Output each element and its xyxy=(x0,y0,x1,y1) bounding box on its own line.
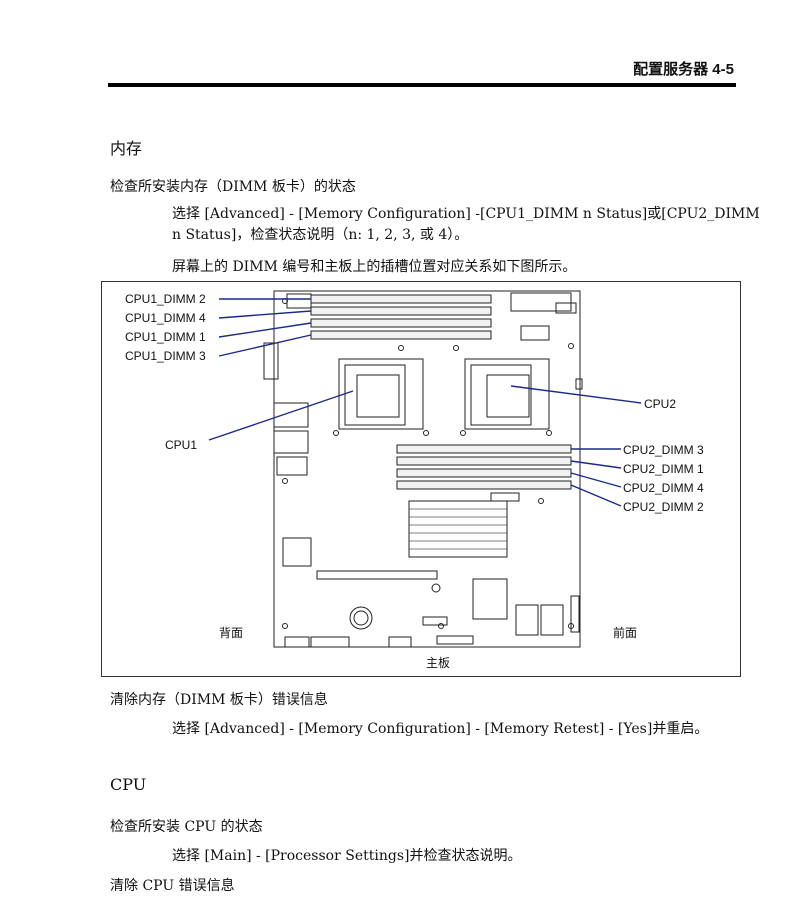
label-front: 前面 xyxy=(613,625,637,640)
label-cpu2: CPU2 xyxy=(644,397,676,411)
cpu2-socket xyxy=(464,358,550,430)
label-cpu2-dimm1: CPU2_DIMM 1 xyxy=(623,462,704,476)
memory-check-instruction-line2: n Status]，检查状态说明（n: 1, 2, 3, 或 4）。 xyxy=(172,227,469,243)
label-cpu1: CPU1 xyxy=(165,438,197,452)
memory-heading: 内存 xyxy=(110,139,143,158)
callout-cpu2-dimm4 xyxy=(570,472,622,488)
callout-cpu1-dimm4 xyxy=(218,310,312,319)
cpu-heading: CPU xyxy=(110,775,147,794)
motherboard-figure-frame xyxy=(101,281,741,677)
cpu-clear-title: 清除 CPU 错误信息 xyxy=(110,878,235,894)
cpu-check-title: 检查所安装 CPU 的状态 xyxy=(110,819,263,835)
label-cpu1-dimm2: CPU1_DIMM 2 xyxy=(125,292,206,306)
label-cpu1-dimm1: CPU1_DIMM 1 xyxy=(125,330,206,344)
callout-cpu1-dimm1 xyxy=(218,322,312,338)
label-back: 背面 xyxy=(219,626,243,640)
label-cpu1-dimm3: CPU1_DIMM 3 xyxy=(125,349,206,363)
cpu-check-instruction: 选择 [Main] - [Processor Settings]并检查状态说明。 xyxy=(172,848,522,864)
label-cpu2-dimm2: CPU2_DIMM 2 xyxy=(623,500,704,514)
label-cpu1-dimm4: CPU1_DIMM 4 xyxy=(125,311,206,325)
memory-clear-title: 清除内存（DIMM 板卡）错误信息 xyxy=(110,692,328,708)
motherboard-outline xyxy=(273,290,581,648)
memory-check-title: 检查所安装内存（DIMM 板卡）的状态 xyxy=(110,179,356,195)
cpu1-socket xyxy=(338,358,424,430)
cpu2-dimm-slots xyxy=(396,444,572,490)
callout-cpu2-dimm1 xyxy=(570,460,622,469)
header-rule xyxy=(108,83,736,87)
callout-cpu2-dimm2 xyxy=(570,484,622,507)
dimm-mapping-note: 屏幕上的 DIMM 编号和主板上的插槽位置对应关系如下图所示。 xyxy=(172,259,577,275)
callout-cpu2 xyxy=(510,385,642,404)
label-cpu2-dimm4: CPU2_DIMM 4 xyxy=(623,481,704,495)
chipset-heatsink xyxy=(409,508,507,550)
memory-clear-instruction: 选择 [Advanced] - [Memory Configuration] -… xyxy=(172,721,709,737)
page-header-title: 配置服务器 4-5 xyxy=(633,61,734,78)
figure-caption: 主板 xyxy=(426,656,450,670)
callout-cpu1-dimm3 xyxy=(218,334,312,357)
motherboard-diagram: CPU1_DIMM 2 CPU1_DIMM 4 CPU1_DIMM 1 CPU1… xyxy=(125,290,704,670)
callout-cpu1 xyxy=(208,390,354,441)
label-cpu2-dimm3: CPU2_DIMM 3 xyxy=(623,443,704,457)
cpu1-dimm-slots xyxy=(310,294,492,340)
callout-lines xyxy=(208,298,642,507)
memory-check-instruction-line1: 选择 [Advanced] - [Memory Configuration] -… xyxy=(172,206,760,222)
